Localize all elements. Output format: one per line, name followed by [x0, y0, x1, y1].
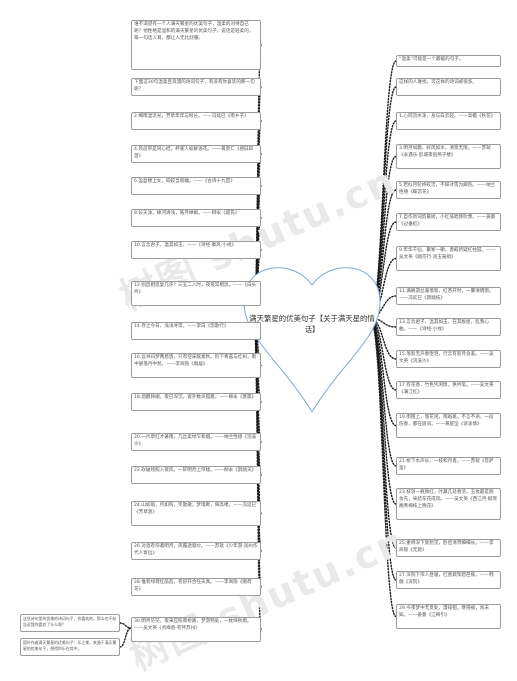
right-node-25[interactable]: 25.重帏深下莫愁堂，卧后清宵细细长。——李商隐《无题》	[396, 539, 501, 557]
connector-note-favorite	[119, 622, 132, 629]
center-topic[interactable]: 满天繁星的优美句子【关于满天星的情话】	[249, 314, 375, 334]
left-node-26[interactable]: 26.对酒卷帘邀明月，风露透窗纱。——苏轼《少年游·润州作代人寄远》	[131, 542, 261, 560]
left-node-10[interactable]: 10.言念君子，温其如玉。——《诗经·秦风·小戎》	[131, 241, 261, 259]
right-node-7[interactable]: 7.自作新词韵最娇，小红低唱我吹箫。——姜夔《过垂虹》	[396, 213, 501, 231]
right-node-13[interactable]: 13.言念君子，温其如玉。在其板屋，乱我心曲。——《诗经·小戎》	[396, 318, 501, 336]
left-node-8[interactable]: 8.长天净，绛河清浅，皓月婵娟。——柳永《戚氏》	[131, 209, 261, 227]
left-node-6[interactable]: 6.盈盈楼上女，皎皎当窗牖。——《古诗十九首》	[131, 177, 261, 195]
heart-shape[interactable]	[243, 267, 381, 413]
right-node-5[interactable]: 5.若似月轮终皎洁，不辞冰雪为卿热。——纳兰性德《蝶恋花》	[396, 181, 501, 199]
left-node-4[interactable]: 4.风前带是同心结，杯底人如解语花。——黄景仁《感旧四首》	[131, 145, 261, 163]
right-node-gentle[interactable]: “温柔”可能是一个最暖的句子。	[396, 55, 501, 67]
right-node-9[interactable]: 9.年华千仙，聚冢一朝，香殿新疑红柱园。——吴文英《踏莎行·润玉笼绡》	[396, 246, 501, 271]
connector-right-node-29	[369, 317, 397, 618]
right-node-21[interactable]: 21.桥下水声长，一枝和月香。——苏轼《菩萨蛮》	[396, 457, 501, 475]
right-node-1[interactable]: 1.心同流水净，身与白云轻。——高蟾《秋花》	[396, 112, 501, 130]
left-node-12[interactable]: 12.别后相思复几许？三五二八时，夜夜常相思。——《白头吟》	[131, 281, 261, 306]
left-node-16[interactable]: 16.远书归梦两悠悠，只有空床敌素秋。阶下青苔与红树，雨中寥落月中愁。——李商隐…	[131, 353, 261, 378]
right-node-19[interactable]: 19.南陌上，落花闲，雨斑斑。不言不语，一段伤春，都在眉间。——黄庭坚《诉衷情》	[396, 413, 501, 438]
right-node-17[interactable]: 17.有花香，竹色凭闲情，供吟笔。——吴文英《满江红》	[396, 381, 501, 399]
right-node-3[interactable]: 3.明月如霜，好风如水，清景无限。——苏轼《永遇乐·彭城夜宿燕子楼》	[396, 144, 501, 169]
connector-right-node-1	[369, 120, 397, 319]
left-node-30[interactable]: 30.明月茫茫，夜来应照南桥路，梦游熟处，一枕啼秋雨。——吴文英《点绛唇·有怀苏…	[131, 617, 261, 642]
right-node-11[interactable]: 11.满眼游丝兼落絮，红杏开时，一霎清明雨。——冯延巳《鹊踏枝》	[396, 287, 501, 305]
note-favorite[interactable]: 这些诗句里的优美的诗词句子，你喜欢的，那么也不妨告诉我你喜欢了什么呢？	[20, 614, 120, 632]
right-node-rare[interactable]: 这样的人难找，可这样的诗词却很多。	[396, 78, 501, 96]
left-node-intro[interactable]: 谁不渴望有一个人满天繁星的优美句子，温柔的对待自己呢？他性格是温和的满天繁星的优…	[131, 20, 261, 70]
note-foreign-author[interactable]: 国外作者满天繁星的优美句子：乐之美，来源于满天繁星的优美句子，想得你乐在其中。	[20, 638, 120, 656]
left-node-2[interactable]: 2.细雨湿流光，芳草年年与恨长。——冯延巳《南乡子》	[131, 112, 261, 130]
right-node-27[interactable]: 27.深院下帘人昼寝，红蔷薇架碧芭蕉。——韩偓《深院》	[396, 571, 501, 589]
right-node-15[interactable]: 15.落絮无声春堕泪，行云有影月含羞。——吴文英《浣溪沙》	[396, 350, 501, 368]
left-node-14[interactable]: 14.存之今日，浅浅寻常。——李白《怨歌行》	[131, 322, 261, 340]
connector-note-foreign-author	[119, 627, 132, 648]
connector-right-node-25	[369, 317, 397, 549]
right-node-23[interactable]: 23.枝袅一痕微红，叶藏几处春浓。玉妆最是晓妆先，采结东花成凤。——吴文英《西江…	[396, 488, 501, 520]
left-node-28[interactable]: 28.惟有绿荷红菡萏，卷舒开合任天真。——李商隐《赠荷花》	[131, 578, 261, 596]
connector-right-node-19	[369, 317, 397, 427]
left-node-question[interactable]: 下面这30句温柔且浪漫的诗词句子，有没有你喜欢的那一句呢？	[131, 78, 261, 96]
right-node-29[interactable]: 29.今夜梦中无觅处，漫徘徊，寒侵被，尚未知。——姜夔《江梅引》	[396, 604, 501, 629]
left-node-20[interactable]: 20.一片草红才著雨，几丝柔绿乍和烟。——纳兰性德《浣溪沙》	[131, 433, 261, 451]
left-node-18[interactable]: 18.酒醒将阑，夜已深沉，窗外数声孤雁。——柳永《塞孤》	[131, 393, 261, 411]
left-node-22[interactable]: 22.砍破残照入夜风，一轩明月上帘栊。——柳永《鹊踏天》	[131, 466, 261, 484]
left-node-24[interactable]: 24.山如眉，月如钩，笑歌散，梦魂断，倚高楼。——冯延巳《芳草渡》	[131, 501, 261, 526]
